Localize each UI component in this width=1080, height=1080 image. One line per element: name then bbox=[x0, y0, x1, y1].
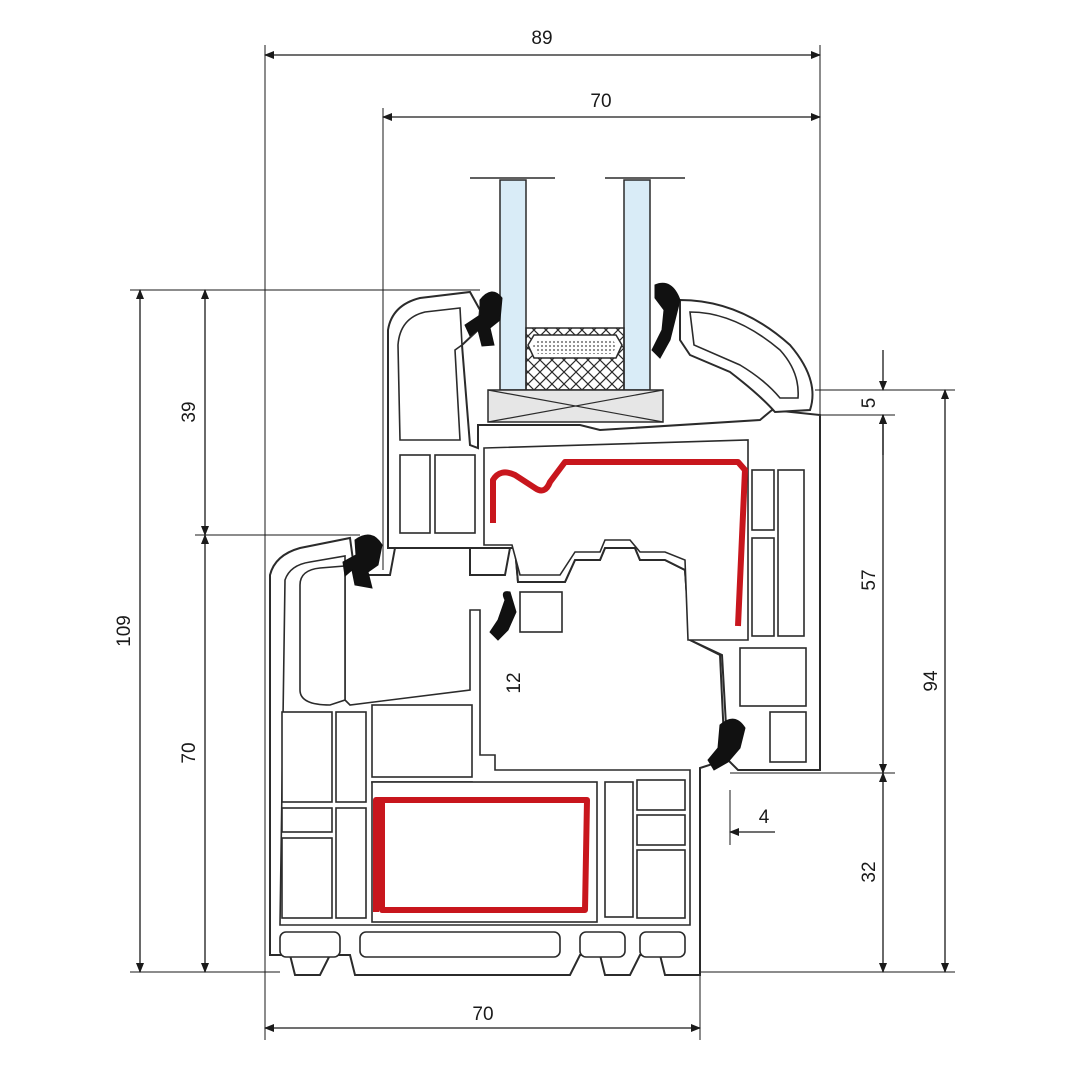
dimension-labels: 89 70 70 109 39 70 5 57 94 32 12 4 bbox=[114, 28, 942, 1025]
sash-profile bbox=[387, 290, 821, 771]
dim-right-small: 5 bbox=[859, 398, 880, 409]
spacer-bar bbox=[525, 327, 625, 391]
dim-right-total: 94 bbox=[921, 670, 942, 692]
dim-top-total: 89 bbox=[531, 28, 552, 49]
sash-inner-gasket bbox=[707, 718, 746, 771]
dim-left-lower: 70 bbox=[179, 742, 200, 763]
dim-right-bottom: 32 bbox=[859, 861, 880, 882]
dim-right-sash: 57 bbox=[859, 569, 880, 590]
frame-outer-gasket bbox=[342, 534, 383, 589]
dim-left-upper: 39 bbox=[179, 401, 200, 422]
dim-gap: 4 bbox=[759, 807, 770, 828]
glass-pane-outer bbox=[499, 179, 527, 391]
sash-steel-reinforcement bbox=[490, 459, 748, 627]
dim-inner-overlap: 12 bbox=[504, 672, 525, 693]
dim-top-sash: 70 bbox=[590, 91, 611, 112]
center-gasket bbox=[489, 591, 517, 641]
outer-glazing-gasket bbox=[464, 291, 503, 347]
gaskets bbox=[342, 282, 746, 771]
frame-steel-reinforcement bbox=[373, 797, 590, 913]
glazing-unit bbox=[470, 177, 685, 423]
dim-left-total: 109 bbox=[114, 615, 135, 647]
glazing-block bbox=[487, 389, 664, 423]
dim-bottom-frame: 70 bbox=[472, 1004, 493, 1025]
glass-pane-inner bbox=[623, 179, 651, 391]
inner-glazing-gasket bbox=[651, 282, 681, 359]
